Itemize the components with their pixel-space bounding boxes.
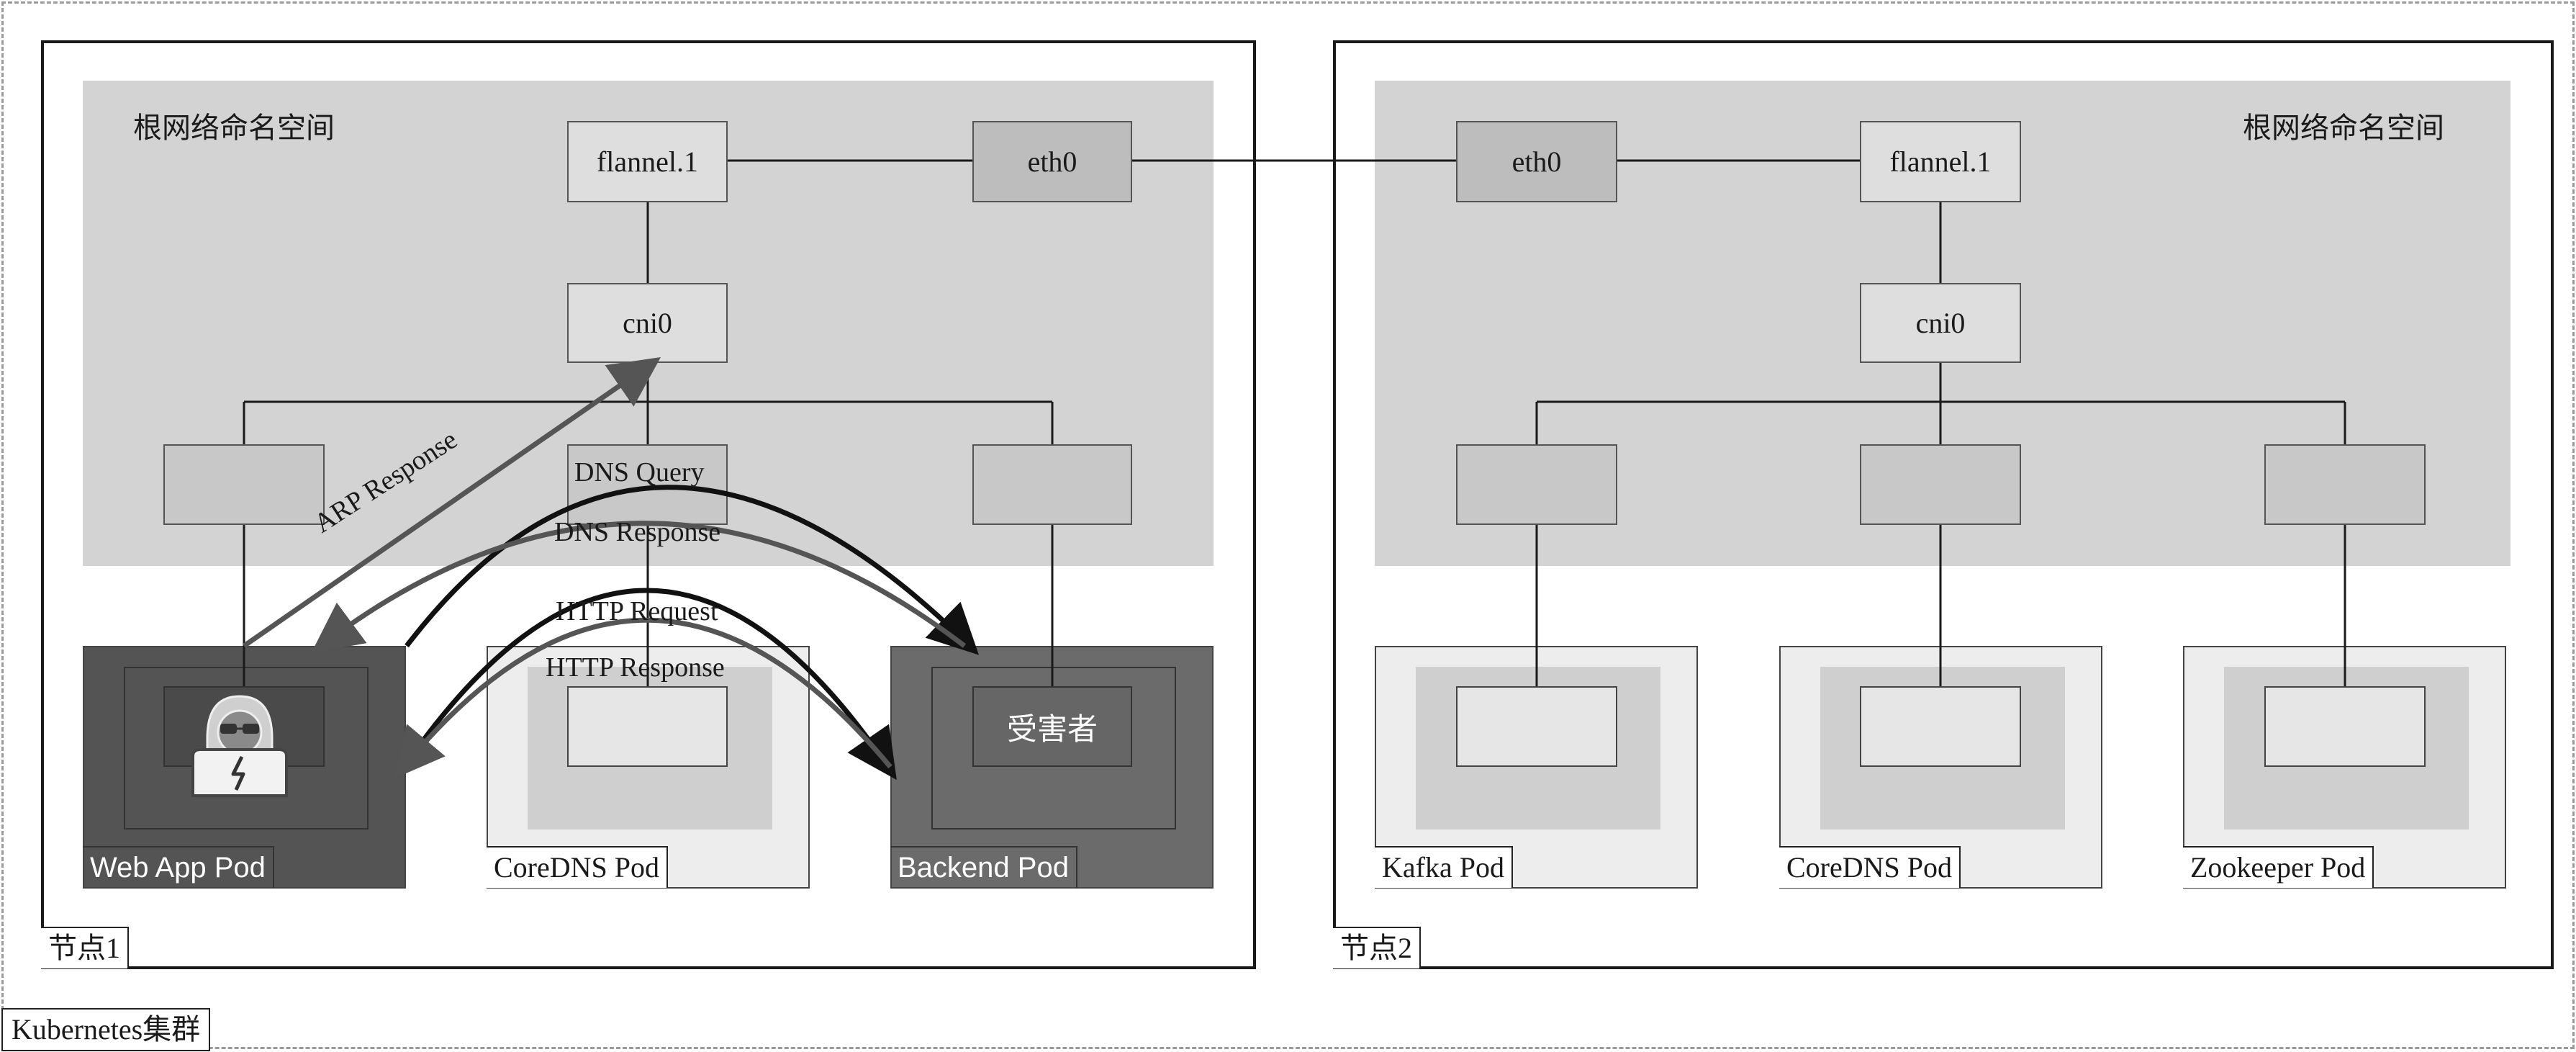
hacker-laptop-icon [191,695,288,797]
node2-flannel-device: flannel.1 [1860,121,2021,202]
zookeeper-pod-label: Zookeeper Pod [2183,846,2374,888]
node2-root-namespace-label: 根网络命名空间 [2243,112,2444,144]
coredns2-eth-box [1860,686,2021,767]
http-response-label: HTTP Response [546,652,725,683]
zookeeper-eth-box [2264,686,2426,767]
coredns-pod-1-label: CoreDNS Pod [487,846,669,888]
cluster-label: Kubernetes集群 [1,1008,211,1051]
http-response-arrow [394,617,892,779]
http-request-arrow [405,588,897,781]
node2-cni0-bridge: cni0 [1860,283,2021,363]
node1-flannel-device: flannel.1 [567,121,728,202]
kafka-eth-box [1456,686,1617,767]
node2-label: 节点2 [1333,927,1421,968]
kafka-pod-label: Kafka Pod [1375,846,1513,888]
node1-veth-backend [972,444,1132,525]
victim-label: 受害者 [972,686,1132,767]
http-request-label: HTTP Request [556,596,718,626]
dns-response-arrow [311,521,967,653]
node2-eth0-device: eth0 [1456,121,1617,202]
node2-veth-kafka [1456,444,1617,525]
coredns-pod-2-label: CoreDNS Pod [1779,846,1961,888]
dns-query-label: DNS Query [574,457,705,487]
node1-veth-webapp [163,444,325,525]
web-app-pod-namespace [124,667,369,830]
arp-response-arrow [243,357,661,648]
node1-root-namespace-label: 根网络命名空间 [133,112,335,144]
dns-query-arrow [405,485,980,655]
node2-veth-coredns [1860,444,2021,525]
dns-response-label: DNS Response [554,517,721,547]
web-app-pod-label: Web App Pod [83,846,274,888]
node1-eth0-device: eth0 [972,121,1132,202]
node1-label: 节点1 [41,927,129,968]
node2-veth-zookeeper [2264,444,2426,525]
coredns1-eth-box [567,686,728,767]
backend-pod-label: Backend Pod [890,846,1077,888]
backend-pod-namespace [931,667,1176,830]
